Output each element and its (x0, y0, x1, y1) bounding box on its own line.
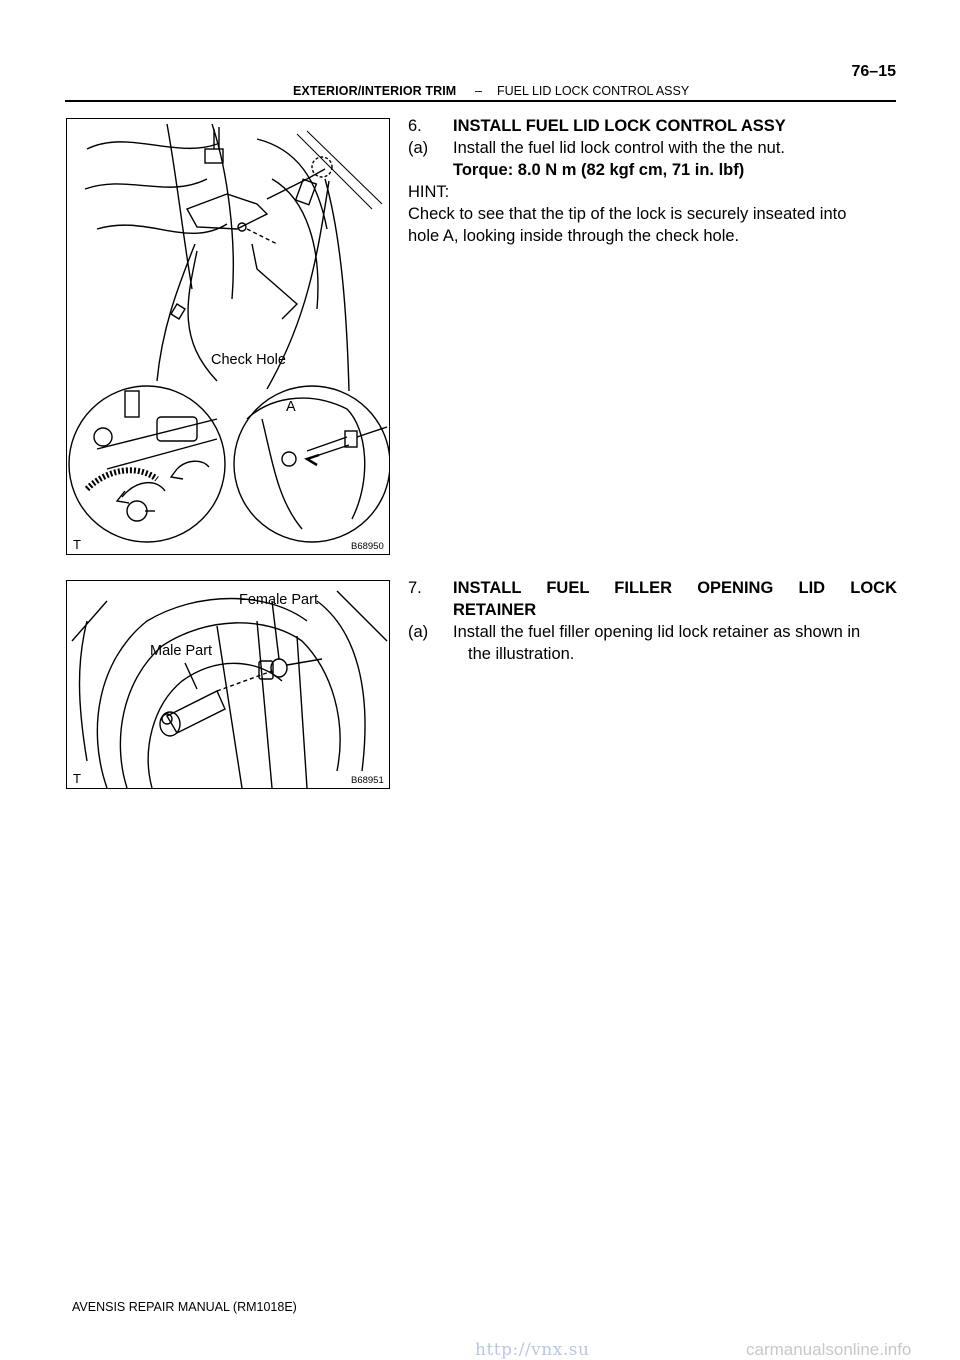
figure1-code: B68950 (351, 541, 384, 552)
hint-line-2: hole A, looking inside through the check… (408, 227, 740, 245)
step-7-title-line-1: INSTALL FUEL FILLER OPENING LID LOCK (453, 579, 897, 597)
figure-fuel-lid-lock-control: Check Hole A T B68950 (66, 118, 390, 555)
label-check-hole: Check Hole (211, 352, 286, 368)
figure2-illustration: Female Part Male Part T B68951 (71, 590, 388, 788)
hint-label: HINT: (408, 183, 450, 201)
watermark-link[interactable]: http://vnx.su (475, 1340, 590, 1360)
header-separator: – (475, 84, 482, 98)
figure1-corner-mark: T (73, 537, 81, 552)
subsection-title: FUEL LID LOCK CONTROL ASSY (497, 84, 690, 98)
manual-footer: AVENSIS REPAIR MANUAL (RM1018E) (72, 1300, 297, 1314)
watermark-text: carmanualsonline.info (746, 1340, 912, 1359)
step-6a-text: Install the fuel lid lock control with t… (453, 139, 786, 157)
step-7a-line-1: Install the fuel filler opening lid lock… (453, 623, 861, 641)
label-female-part: Female Part (239, 592, 318, 608)
hint-line-1: Check to see that the tip of the lock is… (408, 205, 847, 223)
figure1-illustration: Check Hole A T B68950 (68, 123, 389, 552)
figure2-code: B68951 (351, 775, 384, 786)
step-7-number: 7. (408, 579, 422, 597)
step-7a-line-2: the illustration. (468, 645, 575, 663)
step-7a-marker: (a) (408, 623, 429, 641)
step-6-number: 6. (408, 117, 422, 135)
label-hole-a: A (286, 399, 296, 415)
label-male-part: Male Part (150, 643, 212, 659)
page-number: 76–15 (851, 63, 897, 80)
step-7-title-line-2: RETAINER (453, 601, 537, 619)
step-6a-marker: (a) (408, 139, 429, 157)
torque-spec: Torque: 8.0 N m (82 kgf cm, 71 in. lbf) (453, 161, 745, 179)
step-6-title: INSTALL FUEL LID LOCK CONTROL ASSY (453, 117, 786, 135)
figure2-corner-mark: T (73, 771, 81, 786)
section-name: EXTERIOR/INTERIOR TRIM (293, 84, 457, 98)
figure-lock-retainer: Female Part Male Part T B68951 (66, 580, 390, 789)
header-rule (65, 100, 896, 102)
